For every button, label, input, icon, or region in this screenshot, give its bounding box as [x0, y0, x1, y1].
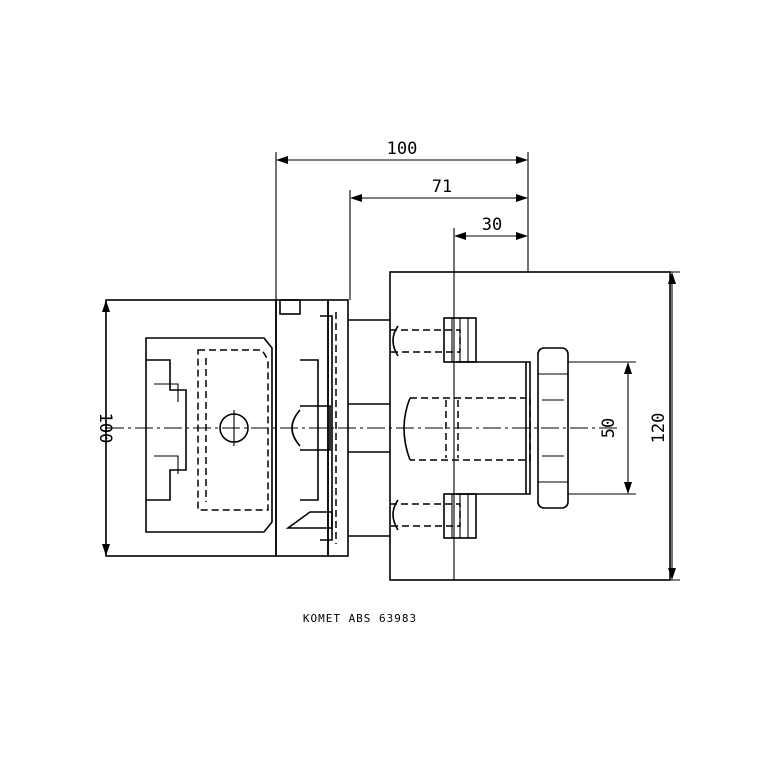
left-clamp-block — [105, 299, 277, 557]
dim-label-overall-length: 100 — [387, 139, 418, 159]
dim-label-right-height: 120 — [649, 413, 669, 444]
dim-left-height: 100 — [95, 300, 115, 556]
drawing-caption: KOMET ABS 63983 — [303, 612, 417, 625]
shaft — [348, 319, 390, 537]
dim-label-flange-to-face: 71 — [432, 177, 452, 197]
dim-label-left-height: 100 — [95, 413, 115, 444]
dim-label-bore-diameter: 50 — [599, 418, 619, 438]
adapter-body — [389, 271, 671, 581]
dim-label-shank-offset: 30 — [482, 215, 502, 235]
dim-overall-length: 100 — [275, 139, 529, 300]
dim-flange-to-face: 71 — [349, 177, 528, 300]
dim-right-height: 120 — [649, 271, 680, 581]
dim-shank-offset: 30 — [453, 215, 528, 580]
dim-bore-diameter: 50 — [568, 361, 636, 495]
